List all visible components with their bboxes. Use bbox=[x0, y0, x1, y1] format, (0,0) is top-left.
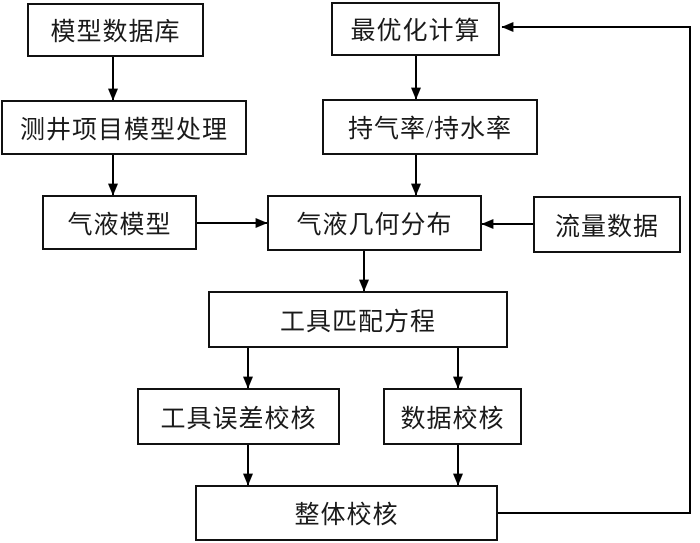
node-flow-data: 流量数据 bbox=[533, 196, 681, 253]
node-overall-check: 整体校核 bbox=[195, 485, 498, 541]
node-tool-error-check: 工具误差校核 bbox=[137, 388, 340, 445]
node-data-check: 数据校核 bbox=[383, 388, 522, 445]
node-gas-holdup-water-holdup: 持气率/持水率 bbox=[322, 99, 538, 155]
node-gas-liquid-geometric-distribution: 气液几何分布 bbox=[267, 195, 482, 251]
node-optimization-calculation: 最优化计算 bbox=[331, 2, 500, 56]
arrow-overall-check-feedback-to-optimization bbox=[498, 22, 691, 514]
node-tool-matching-equation: 工具匹配方程 bbox=[208, 291, 508, 348]
node-logging-project-model-processing: 测井项目模型处理 bbox=[1, 100, 247, 155]
node-gas-liquid-model: 气液模型 bbox=[42, 195, 197, 250]
node-model-database: 模型数据库 bbox=[27, 3, 204, 57]
